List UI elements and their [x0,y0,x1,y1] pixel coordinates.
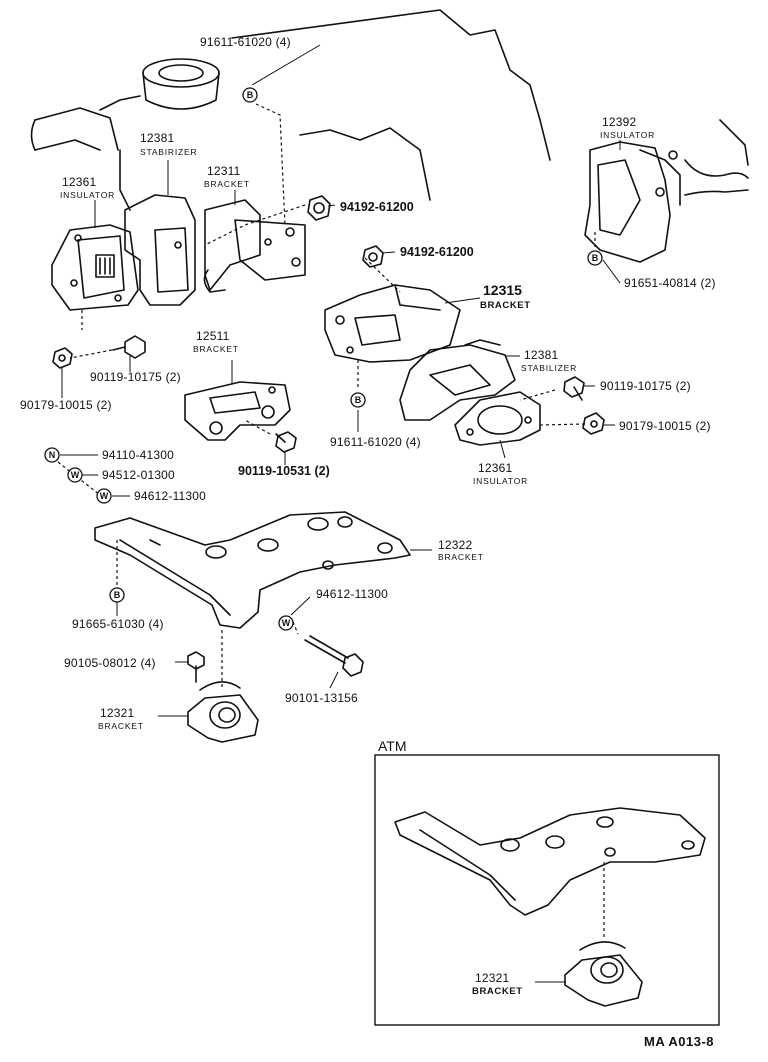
callout-w-1: W [67,467,83,483]
label-atm-bracket-pn: 12321 [475,971,509,985]
label-bracket-12511-name: BRACKET [193,344,239,354]
nut-mid-drawing [362,245,384,268]
engine-outline [30,9,551,211]
label-insulator-mid-pn: 12361 [478,461,512,475]
callout-b-mid: B [350,392,366,408]
bracket-12311-drawing [203,199,306,293]
label-bracket-12311-pn: 12311 [207,164,241,178]
label-washer-w2: 94612-11300 [134,489,206,503]
bolt-small-drawing [187,651,205,683]
bolt-long-drawing [304,635,364,677]
callout-w-2: W [96,488,112,504]
insulator-12361-left-drawing [51,224,139,311]
label-bolt-crossmember: 91665-61030 (4) [72,617,164,631]
label-bolt-right: 91651-40814 (2) [624,276,716,290]
label-bolt-12511: 90119-10531 (2) [238,464,330,478]
callout-n: N [44,447,60,463]
label-bracket-12322-pn: 12322 [438,538,472,552]
svg-text:W: W [282,618,291,628]
stabilizer-12381-left-drawing [124,194,196,306]
label-stabilizer-mid-name: STABILIZER [521,363,577,373]
bolt-mid-right-drawing [563,376,585,401]
svg-text:N: N [49,450,56,460]
svg-text:W: W [71,470,80,480]
assembly-lines [57,95,605,940]
label-bracket-12315-name: BRACKET [480,300,531,311]
svg-text:B: B [355,395,362,405]
diagram-reference: MA A013-8 [644,1034,714,1049]
label-bracket-12311-name: BRACKET [204,179,250,189]
label-bracket-12322-name: BRACKET [438,552,484,562]
label-insulator-left-name: INSULATOR [60,190,115,200]
label-nut-top: 94192-61200 [340,200,414,214]
svg-text:B: B [247,90,254,100]
label-bracket-12315-pn: 12315 [483,282,522,298]
bracket-12511-drawing [184,381,291,441]
label-bolt-mid: 91611-61020 (4) [330,435,421,449]
callout-b-crossmember: B [109,587,125,603]
svg-text:B: B [592,253,599,263]
label-atm-bracket-name: BRACKET [472,986,523,997]
callout-w-3: W [278,615,294,631]
washer-left-drawing [52,347,73,369]
label-bolt-mid-right: 90119-10175 (2) [600,379,691,393]
label-bracket-12321-pn: 12321 [100,706,134,720]
label-washer-left: 90179-10015 (2) [20,398,112,412]
bracket-12315-drawing [324,284,461,363]
label-bolt-left: 90119-10175 (2) [90,370,181,384]
nut-top-drawing [307,195,331,221]
label-insulator-mid-name: INSULATOR [473,476,528,486]
atm-bracket-12321-drawing [564,941,643,1007]
stabilizer-12381-mid-drawing [399,339,516,421]
label-stabilizer-left-name: STABIRIZER [140,147,197,157]
svg-text:W: W [100,491,109,501]
label-washer-w1: 94512-01300 [102,468,175,482]
atm-crossmember-drawing [394,807,706,916]
label-nut-n: 94110-41300 [102,448,174,462]
label-insulator-right-name: INSULATOR [600,130,655,140]
leader-lines [60,44,621,983]
label-bolt-long: 90101-13156 [285,691,358,705]
callout-b-top: B [242,87,258,103]
bracket-12321-drawing [187,681,259,743]
label-bolt-top: 91611-61020 (4) [200,35,291,49]
label-insulator-right-pn: 12392 [602,115,636,129]
label-washer-mid-right: 90179-10015 (2) [619,419,711,433]
insulator-12392-drawing [584,119,749,263]
insulator-12361-mid-drawing [454,391,541,446]
label-stabilizer-mid-pn: 12381 [524,348,558,362]
bolt-left-drawing [112,335,146,359]
label-bracket-12321-name: BRACKET [98,721,144,731]
callout-b-right: B [587,250,603,266]
label-insulator-left-pn: 12361 [62,175,96,189]
label-bracket-12511-pn: 12511 [196,329,230,343]
washer-mid-right-drawing [582,412,605,435]
atm-box [374,754,720,1026]
label-bolt-small: 90105-08012 (4) [64,656,156,670]
bracket-12322-drawing [94,511,411,629]
label-washer-w3: 94612-11300 [316,587,388,601]
label-atm-title: ATM [378,738,407,754]
label-nut-mid: 94192-61200 [400,245,474,259]
part-labels: 91611-61020 (4) 12381 STABIRIZER 12361 I… [20,35,716,1049]
bolt-12511-drawing [275,431,297,453]
svg-text:B: B [114,590,121,600]
label-stabilizer-left-pn: 12381 [140,131,174,145]
